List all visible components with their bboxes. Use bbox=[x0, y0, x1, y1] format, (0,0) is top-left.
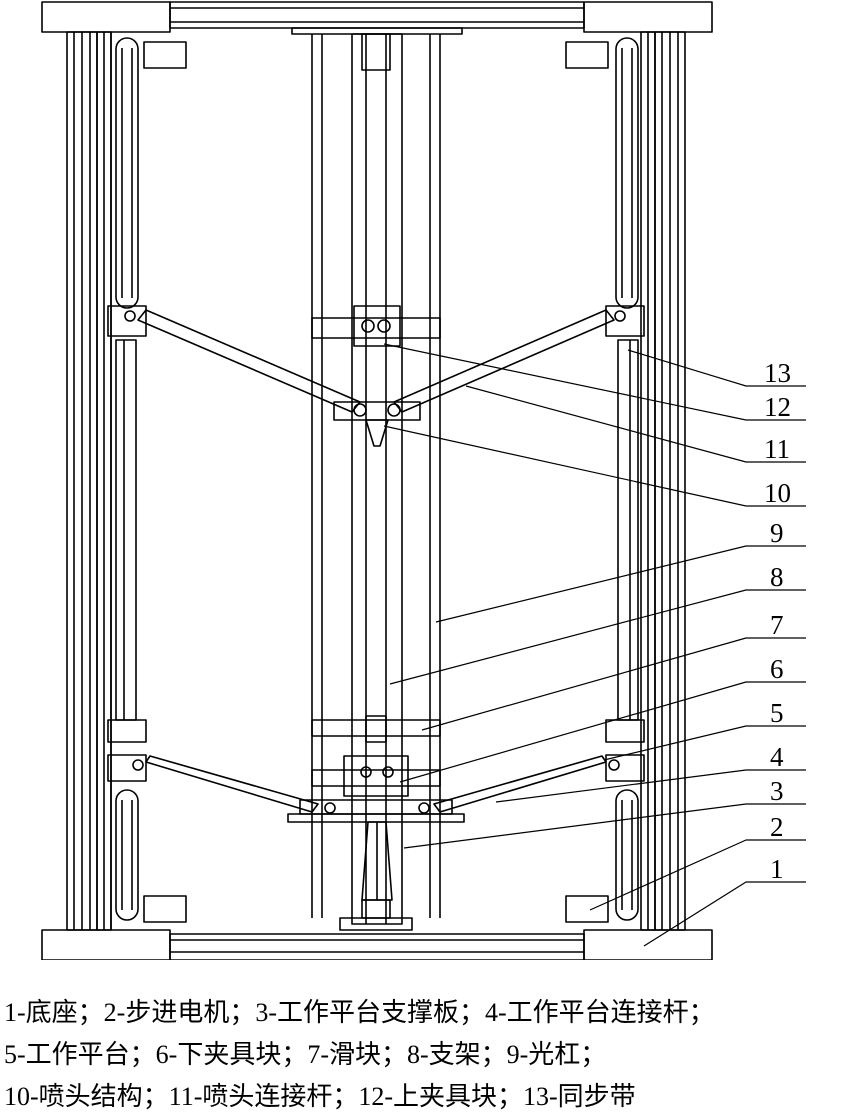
callout-10: 10 bbox=[764, 478, 791, 508]
timing-belt-right bbox=[615, 37, 639, 921]
right-column bbox=[640, 31, 686, 931]
support-plate bbox=[361, 821, 393, 901]
central-rods bbox=[311, 33, 441, 925]
callout-12: 12 bbox=[764, 392, 791, 422]
upper-clamp bbox=[311, 305, 441, 347]
platform-arms bbox=[145, 755, 607, 813]
base bbox=[41, 899, 713, 960]
column-carriages bbox=[107, 305, 645, 782]
callout-5: 5 bbox=[770, 698, 784, 728]
callout-1: 1 bbox=[770, 854, 784, 884]
callout-2: 2 bbox=[770, 812, 784, 842]
callout-9: 9 bbox=[770, 518, 784, 548]
caption-line: 5-工作平台；6-下夹具块；7-滑块；8-支架；9-光杠； bbox=[4, 1040, 607, 1069]
callout-labels: 13 12 11 10 9 8 7 6 5 4 3 2 1 bbox=[764, 358, 791, 884]
callout-7: 7 bbox=[770, 610, 784, 640]
slider bbox=[311, 715, 441, 743]
nozzle-arms bbox=[137, 309, 615, 413]
stepper-motors bbox=[143, 41, 609, 923]
callout-4: 4 bbox=[770, 742, 784, 772]
lower-clamp bbox=[311, 755, 441, 797]
nozzle bbox=[333, 401, 421, 447]
callout-6: 6 bbox=[770, 654, 784, 684]
caption-line: 10-喷头结构；11-喷头连接杆；12-上夹具块；13-同步带 bbox=[4, 1082, 636, 1111]
callout-13: 13 bbox=[764, 358, 791, 388]
top-frame bbox=[41, 1, 713, 35]
figure-caption: 1-底座；2-步进电机；3-工作平台支撑板；4-工作平台连接杆； 5-工作平台；… bbox=[4, 992, 850, 1118]
leader-lines bbox=[383, 343, 806, 947]
caption-line: 1-底座；2-步进电机；3-工作平台支撑板；4-工作平台连接杆； bbox=[4, 998, 715, 1027]
callout-11: 11 bbox=[764, 434, 790, 464]
callout-8: 8 bbox=[770, 562, 784, 592]
callout-3: 3 bbox=[770, 776, 784, 806]
delta-printer-drawing: 13 12 11 10 9 8 7 6 5 4 3 2 1 bbox=[41, 1, 806, 960]
timing-belt-left bbox=[115, 37, 139, 921]
left-column bbox=[66, 31, 112, 931]
